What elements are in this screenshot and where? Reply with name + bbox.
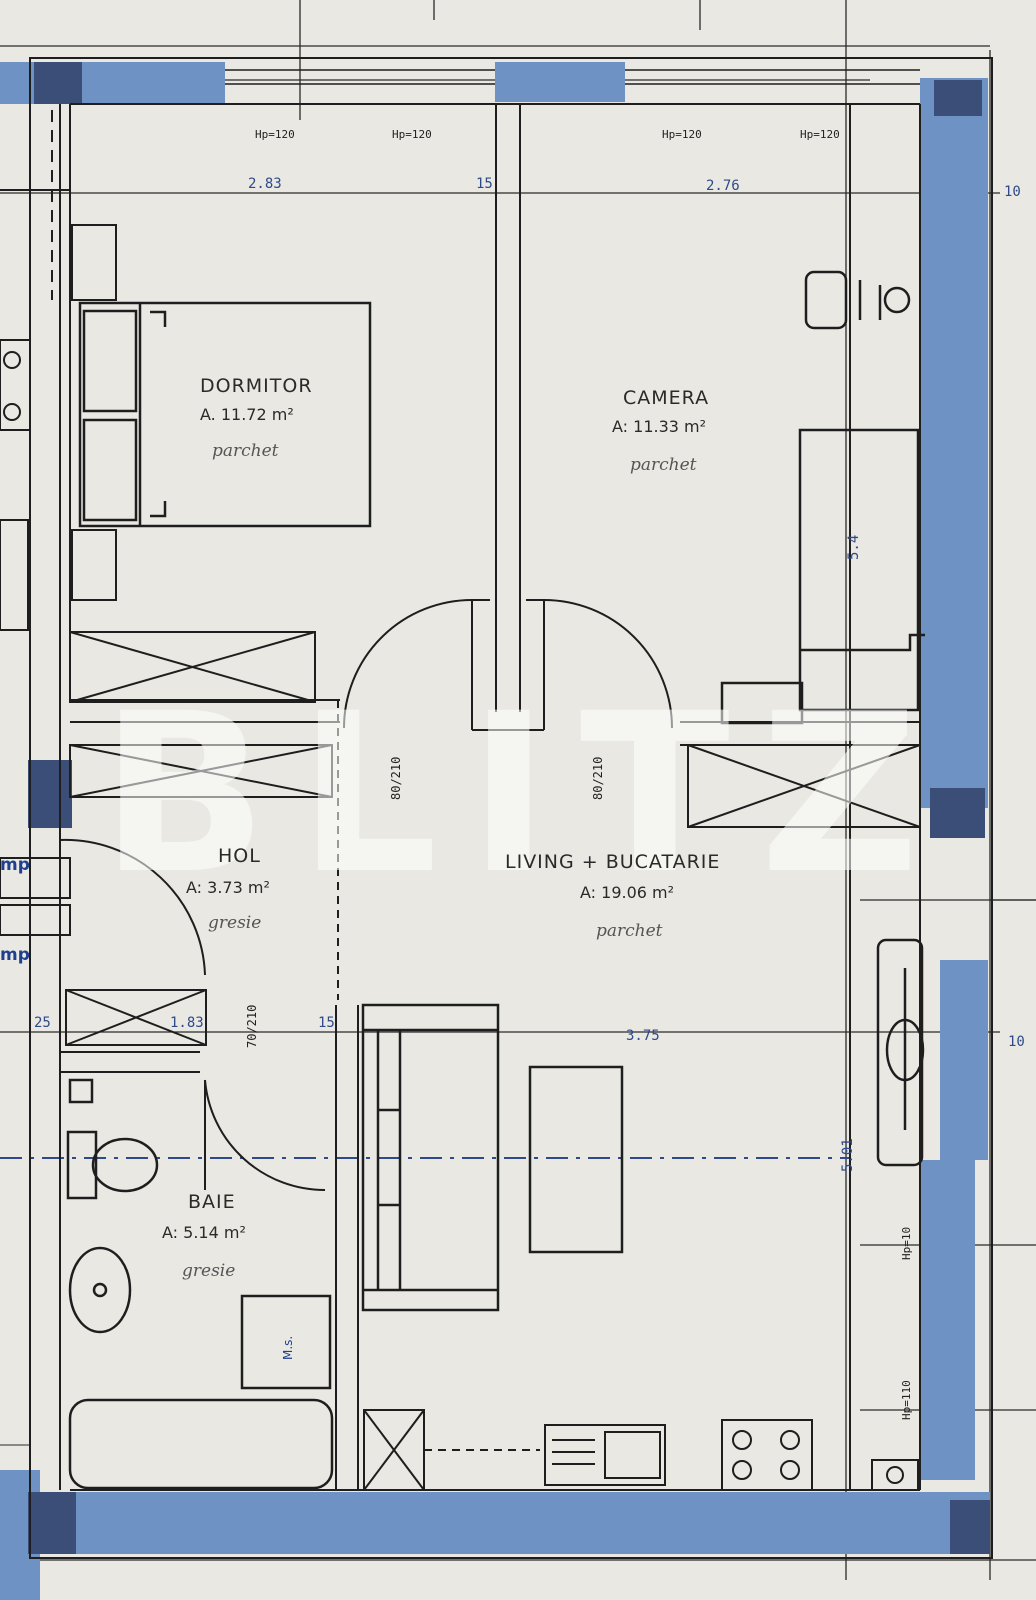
- dimension-right-top: 10: [1004, 184, 1021, 200]
- door-size-2: 80/210: [591, 757, 605, 800]
- room-name-baie: BAIE: [188, 1191, 236, 1213]
- room-area-baie: A: 5.14 m²: [162, 1223, 246, 1242]
- dimension-vertical-living: 5.01: [840, 1138, 856, 1172]
- bathroom-fixtures: [66, 1078, 334, 1490]
- room-area-hol: A: 3.73 m²: [186, 878, 270, 897]
- mp-label-1: mp: [0, 855, 30, 875]
- room-floor-camera: parchet: [630, 455, 697, 475]
- washing-machine-label: M.s.: [281, 1336, 295, 1360]
- dimension-top-left: 2.83: [248, 176, 282, 192]
- wardrobe-dormitor: [69, 631, 333, 798]
- coffee-table: [528, 1065, 624, 1254]
- window-height-4: Hp=120: [800, 128, 840, 141]
- dimension-bottom-c: 3.75: [626, 1028, 660, 1044]
- dimension-camera-wall: 5.4: [846, 535, 862, 560]
- watermark: BLITZ: [100, 666, 949, 922]
- nightstands: [71, 224, 117, 601]
- room-name-hol: HOL: [218, 845, 261, 867]
- window-height-2: Hp=120: [392, 128, 432, 141]
- room-floor-baie: gresie: [182, 1261, 235, 1281]
- dimension-right-mid: 10: [1008, 1034, 1025, 1050]
- window-height-side-2: Hp=110: [900, 1380, 913, 1420]
- room-name-dormitor: DORMITOR: [200, 375, 313, 397]
- room-floor-living: parchet: [596, 921, 663, 941]
- wall-columns: [28, 62, 990, 1554]
- window-ticks: [225, 69, 920, 85]
- dimension-top-mid: 15: [476, 176, 493, 192]
- door-swings: [59, 599, 673, 1192]
- partition-walls: [60, 104, 920, 1490]
- hol-storage: [0, 857, 207, 1046]
- kitchen-counter: [363, 1409, 919, 1491]
- room-area-living: A: 19.06 m²: [580, 883, 674, 902]
- wardrobe-camera: [687, 744, 921, 828]
- dimension-bottom-left: 25: [34, 1015, 51, 1031]
- dimension-top-right: 2.76: [706, 178, 740, 194]
- window-height-side: Hp=10: [900, 1227, 913, 1260]
- room-area-dormitor: A. 11.72 m²: [200, 405, 294, 424]
- sofa: [361, 1003, 500, 1312]
- room-area-camera: A: 11.33 m²: [612, 417, 706, 436]
- bed: [78, 301, 372, 528]
- dimension-bottom-b: 15: [318, 1015, 335, 1031]
- window-height-3: Hp=120: [662, 128, 702, 141]
- exterior-walls: [0, 62, 990, 1600]
- room-floor-hol: gresie: [208, 913, 261, 933]
- room-name-camera: CAMERA: [623, 387, 709, 409]
- mp-label-2: mp: [0, 945, 30, 965]
- door-size-1: 80/210: [389, 757, 403, 800]
- dimension-bottom-a: 1.83: [170, 1015, 204, 1031]
- room-floor-dormitor: parchet: [212, 441, 279, 461]
- room-name-living: LIVING + BUCATARIE: [505, 851, 720, 873]
- window-height-1: Hp=120: [255, 128, 295, 141]
- left-fixtures: [0, 339, 31, 631]
- door-size-3: 70/210: [245, 1005, 259, 1048]
- camera-furniture: [720, 270, 925, 725]
- tv-unit: [876, 938, 925, 1167]
